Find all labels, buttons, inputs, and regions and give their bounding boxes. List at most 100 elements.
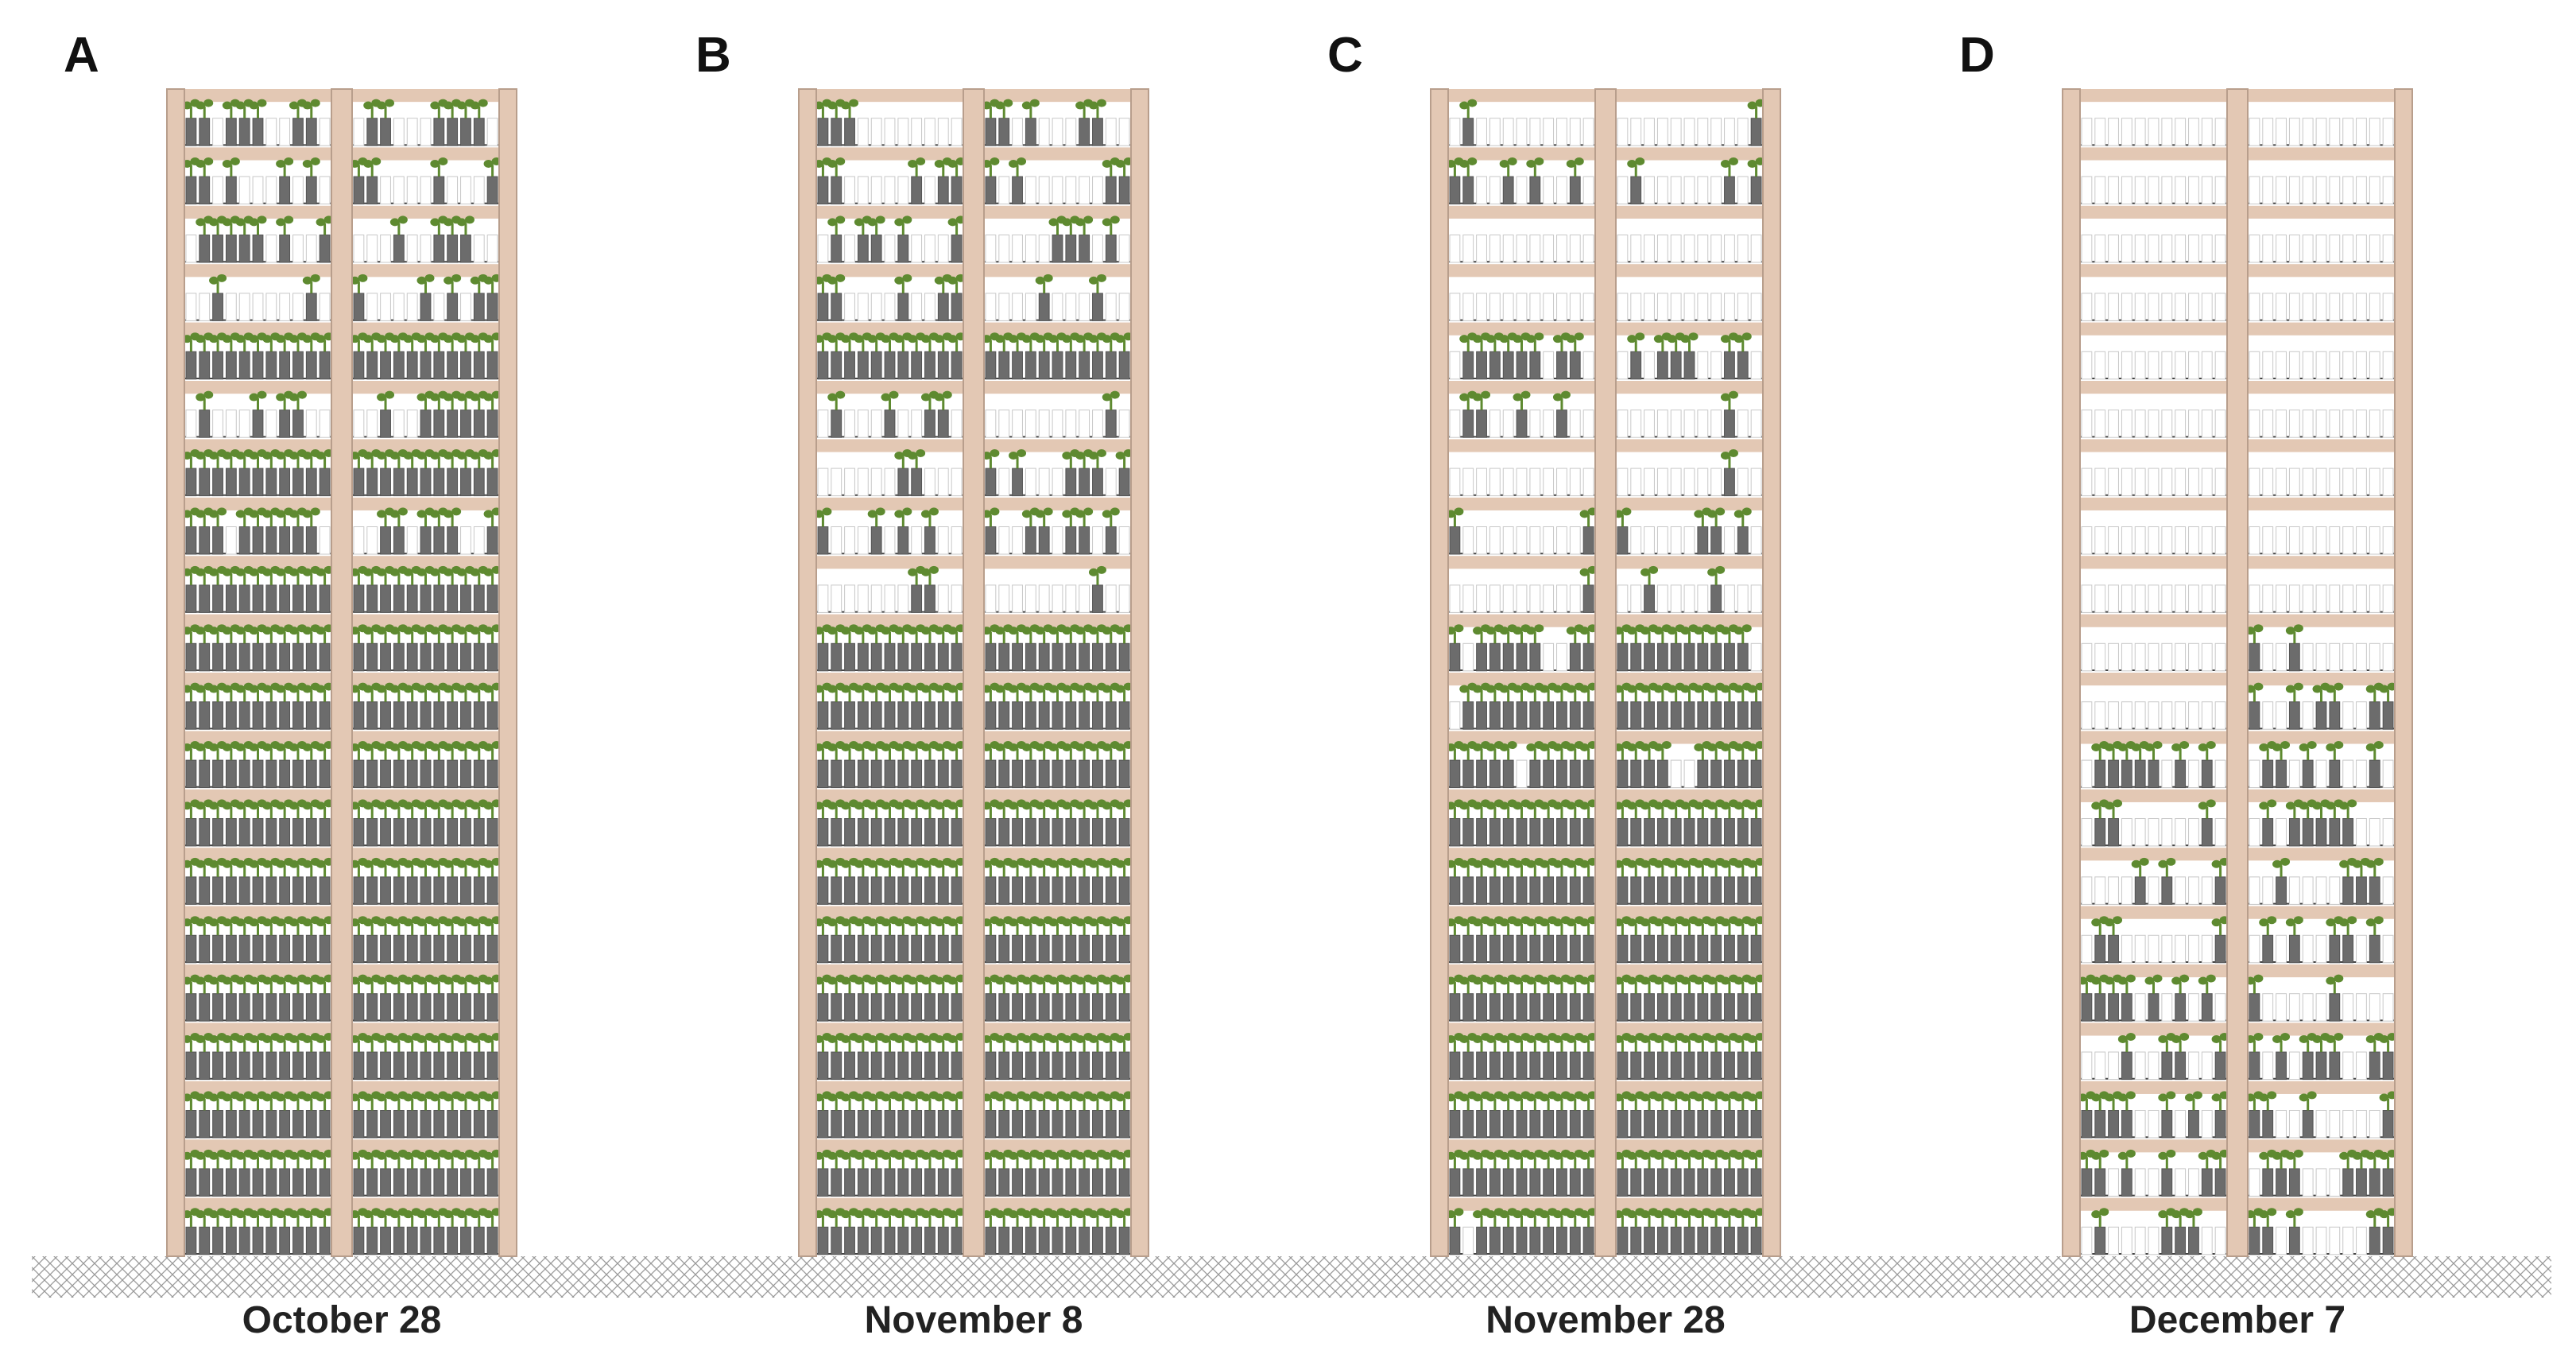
plant-leaf: [302, 1151, 312, 1160]
plant-leaf: [397, 507, 408, 516]
filled-pot: [2369, 1051, 2380, 1081]
plant-leaf: [2272, 1034, 2283, 1043]
plant-leaf: [1021, 859, 1032, 868]
plant-leaf: [316, 1093, 326, 1102]
plant-leaf: [1009, 1151, 1019, 1160]
filled-pot: [857, 876, 869, 905]
plant-leaf: [456, 101, 467, 110]
filled-pot: [1105, 176, 1117, 205]
plant-leaf: [1115, 743, 1125, 751]
empty-pot: [1724, 235, 1735, 263]
plant-leaf: [2326, 918, 2336, 927]
plant-leaf: [1048, 218, 1059, 227]
plant-leaf: [470, 801, 480, 810]
plant-leaf: [995, 801, 1005, 810]
plant-leaf: [1566, 627, 1576, 635]
plant-leaf: [483, 743, 494, 751]
empty-pot: [2356, 759, 2367, 789]
filled-pot: [2201, 759, 2213, 789]
filled-pot: [420, 701, 432, 730]
filled-pot: [380, 526, 391, 555]
plant-leaf: [1526, 627, 1536, 635]
empty-pot: [2214, 468, 2226, 497]
filled-pot: [212, 1168, 223, 1197]
filled-pot: [225, 1226, 237, 1255]
plant-leaf: [854, 335, 864, 343]
empty-pot: [406, 409, 418, 438]
plant-leaf: [363, 685, 374, 693]
plant-leaf: [827, 976, 838, 985]
filled-pot: [1449, 818, 1461, 847]
empty-pot: [2356, 993, 2367, 1022]
filled-pot: [1710, 584, 1722, 613]
filled-pot: [252, 1226, 264, 1255]
plant-leaf: [403, 1210, 413, 1219]
plant-leaf: [235, 335, 246, 343]
plant-leaf: [1680, 1093, 1691, 1102]
plant-leaf: [2113, 799, 2123, 808]
plant-leaf: [438, 157, 448, 166]
plant-leaf: [1728, 157, 1738, 166]
plant-leaf: [235, 918, 246, 927]
plant-leaf: [1680, 1210, 1691, 1219]
filled-pot: [353, 1168, 365, 1197]
plant-leaf: [1513, 627, 1523, 635]
plant-leaf: [302, 627, 312, 635]
plant-leaf: [451, 274, 462, 282]
empty-pot: [2302, 118, 2314, 146]
filled-pot: [1569, 1168, 1581, 1197]
empty-pot: [924, 293, 935, 321]
filled-pot: [1105, 235, 1117, 263]
filled-pot: [1092, 876, 1103, 905]
filled-pot: [319, 642, 331, 672]
empty-pot: [1617, 409, 1629, 438]
plant-leaf: [835, 274, 846, 282]
plant-leaf: [416, 1210, 427, 1219]
plant-leaf: [235, 801, 246, 810]
filled-pot: [817, 934, 829, 964]
empty-pot: [2369, 584, 2380, 613]
empty-pot: [2201, 409, 2213, 438]
plant-leaf: [262, 510, 273, 518]
empty-pot: [2188, 818, 2199, 847]
empty-pot: [857, 118, 869, 146]
plant-leaf: [456, 568, 467, 576]
filled-pot: [1489, 818, 1501, 847]
empty-pot: [1489, 526, 1501, 555]
filled-pot: [1710, 993, 1722, 1022]
plant-leaf: [2280, 857, 2291, 866]
filled-pot: [2369, 701, 2380, 730]
filled-pot: [292, 818, 304, 847]
empty-pot: [1079, 176, 1090, 205]
empty-pot: [2302, 876, 2314, 905]
filled-pot: [292, 701, 304, 730]
empty-pot: [1012, 118, 1023, 146]
filled-pot: [212, 293, 223, 321]
empty-pot: [1710, 118, 1722, 146]
filled-pot: [817, 642, 829, 672]
filled-pot: [279, 1226, 291, 1255]
plant-leaf: [2253, 1033, 2264, 1042]
filled-pot: [1105, 351, 1117, 380]
plant-leaf: [841, 918, 851, 927]
empty-pot: [2161, 468, 2173, 497]
plant-leaf: [262, 1151, 273, 1160]
filled-pot: [212, 1110, 223, 1139]
empty-pot: [2276, 235, 2287, 263]
empty-pot: [2175, 642, 2187, 672]
filled-pot: [1118, 701, 1130, 730]
filled-pot: [831, 1051, 843, 1081]
plant-leaf: [1579, 510, 1590, 518]
filled-pot: [1569, 1110, 1581, 1139]
empty-pot: [2342, 1051, 2354, 1081]
filled-pot: [486, 1110, 498, 1139]
plant-leaf: [284, 157, 294, 166]
plant-leaf: [1653, 976, 1664, 985]
filled-pot: [1724, 993, 1735, 1022]
plant-leaf: [934, 159, 944, 168]
plant-leaf: [363, 159, 374, 168]
empty-pot: [1476, 235, 1487, 263]
empty-pot: [1683, 293, 1695, 321]
filled-pot: [870, 1110, 882, 1139]
filled-pot: [1617, 701, 1629, 730]
